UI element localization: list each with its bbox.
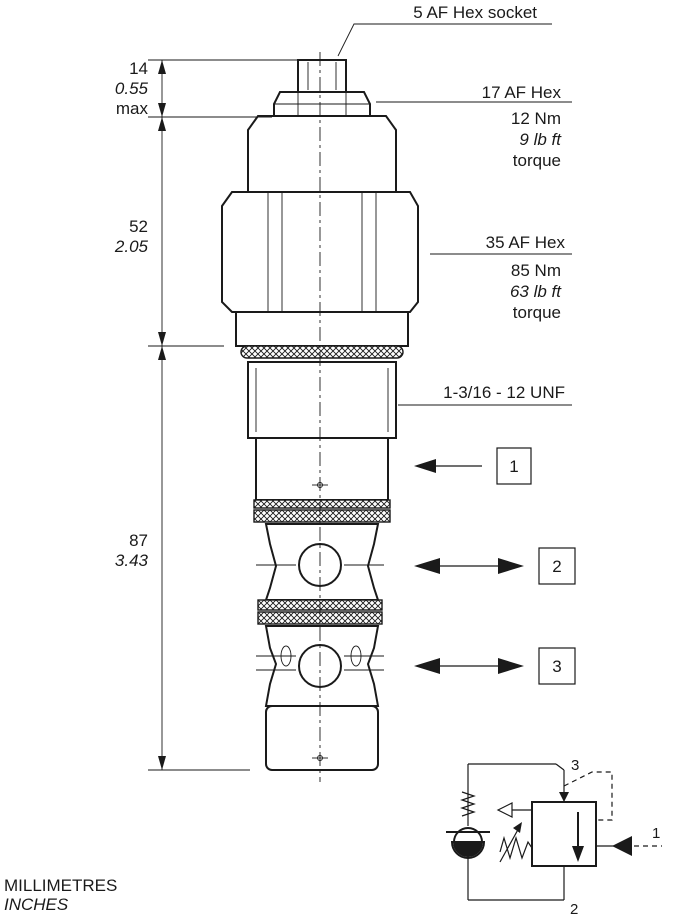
callout-hex17-size: 17 AF Hex — [482, 83, 562, 102]
port2-section — [264, 523, 380, 601]
port-3-box — [538, 647, 576, 685]
seal-ring-1 — [253, 499, 391, 509]
callout-hex35-nm: 85 Nm — [511, 261, 561, 280]
port-3-marker: 3 — [414, 647, 576, 685]
dim-middle-mm: 52 — [129, 217, 148, 236]
hex-socket-stem — [297, 59, 347, 93]
seal-ring-1b — [253, 509, 391, 523]
callout-hex17-nm: 12 Nm — [511, 109, 561, 128]
callout-leaders — [337, 23, 572, 406]
callout-hex35-size: 35 AF Hex — [486, 233, 566, 252]
callout-hex17-torque: torque — [513, 151, 561, 170]
callout-hex35-lbft: 63 lb ft — [510, 282, 562, 301]
valve-nose — [265, 705, 379, 771]
hex-flange — [235, 311, 409, 347]
units-primary: MILLIMETRES — [4, 876, 118, 895]
dimension-lines — [148, 59, 298, 771]
knurled-ring — [240, 345, 404, 359]
port3-section — [264, 625, 380, 707]
schematic-valve-box — [531, 801, 597, 867]
dim-middle-in: 2.05 — [114, 237, 149, 256]
dim-top-note: max — [116, 99, 149, 118]
dim-bottom-in: 3.43 — [115, 551, 149, 570]
port-3-arrow-right — [498, 658, 524, 674]
valve-body — [221, 59, 419, 771]
dim-top-mm: 14 — [129, 59, 148, 78]
units-legend: MILLIMETRES INCHES — [4, 876, 117, 914]
callout-hex17-lbft: 9 lb ft — [519, 130, 562, 149]
callout-hex-socket: 5 AF Hex socket — [413, 3, 537, 22]
port-2-label: 2 — [552, 557, 561, 576]
dim-bottom-mm: 87 — [129, 531, 148, 550]
port-2-arrow-left — [414, 558, 440, 574]
upper-body — [247, 115, 397, 193]
dim-top-in: 0.55 — [115, 79, 149, 98]
port-3-label: 3 — [552, 657, 561, 676]
units-secondary: INCHES — [4, 895, 69, 914]
port-1-arrow-in — [414, 459, 436, 473]
port-3-arrow-left — [414, 658, 440, 674]
callout-hex35-torque: torque — [513, 303, 561, 322]
port-2-arrow-right — [498, 558, 524, 574]
port-2-marker: 2 — [414, 547, 576, 585]
thread-section — [247, 361, 397, 439]
port-2-box — [538, 547, 576, 585]
schematic-port-right: 1 — [652, 825, 660, 842]
port-1-box — [496, 447, 532, 485]
schematic-port-bottom: 2 — [570, 901, 578, 918]
schematic-port-top: 3 — [571, 757, 579, 774]
hydraulic-schematic — [446, 763, 662, 901]
port1-sleeve — [255, 437, 389, 501]
port-1-label: 1 — [509, 457, 518, 476]
port-1-marker: 1 — [414, 447, 532, 485]
callout-thread: 1-3/16 - 12 UNF — [443, 383, 565, 402]
